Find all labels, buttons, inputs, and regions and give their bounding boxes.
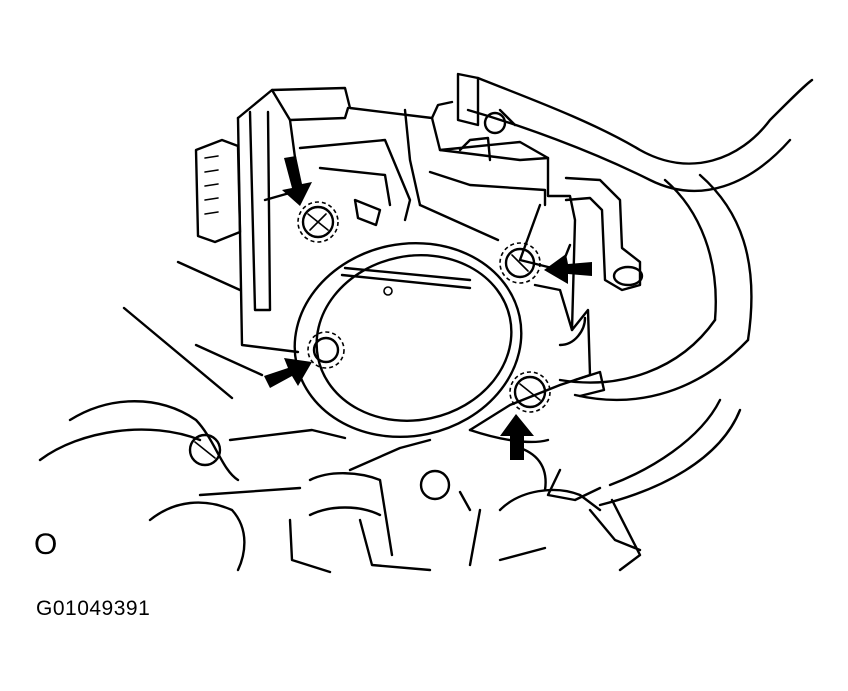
arrow-lower-left-bolt [264,358,312,388]
upper-left-bolt [297,201,339,243]
arrow-upper-left-bolt [282,156,312,206]
throttle-bore [293,241,523,439]
right-bolt [499,242,541,284]
pointer-arrows [264,156,592,460]
arrow-lower-right-bolt [500,414,534,460]
sensor-connector [194,138,242,244]
lower-right-bolt [509,371,551,413]
bolts [188,111,551,501]
background-engine-lines [38,173,753,574]
coolant-pipe-fitting [564,176,644,398]
upper-hoses [456,72,814,193]
lower-left-bolt [307,331,345,369]
figure-id: G01049391 [36,597,151,620]
intake-bolt-left [188,433,222,467]
view-letter: O [34,528,58,561]
intake-bolt-center [419,469,451,501]
arrow-right-bolt [544,254,592,284]
top-hose-bolt [483,111,507,135]
